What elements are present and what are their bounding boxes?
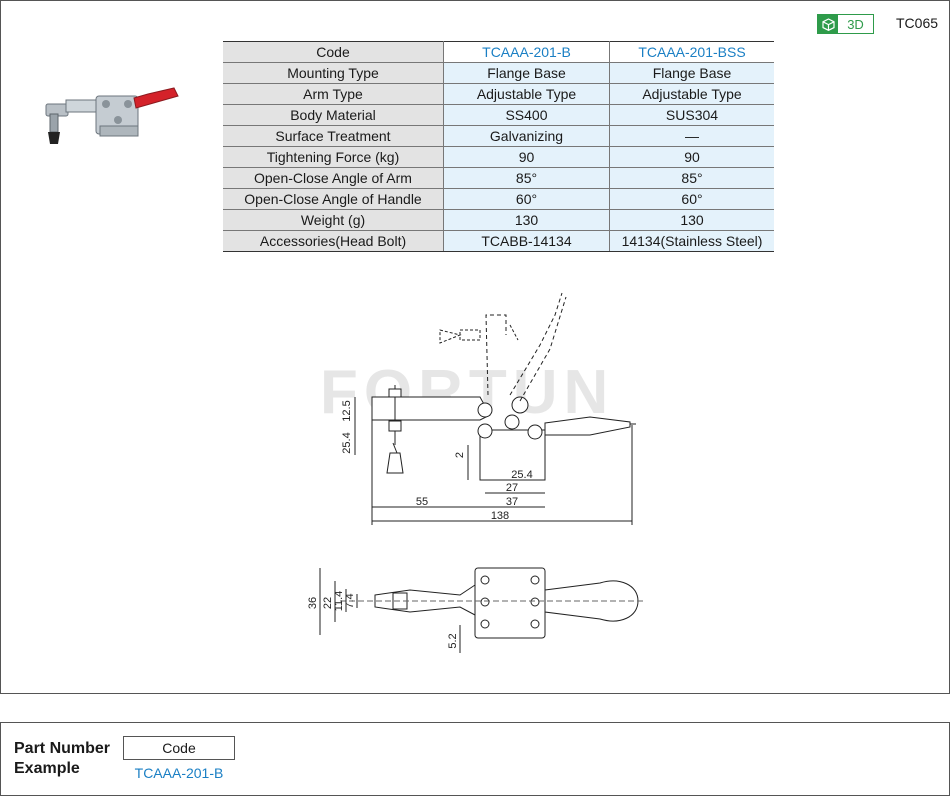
dim-25-4-v: 25.4 xyxy=(341,432,353,453)
part-number-code-value[interactable]: TCAAA-201-B xyxy=(134,765,224,781)
row-label: Tightening Force (kg) xyxy=(223,146,444,168)
3d-label: 3D xyxy=(847,16,864,32)
cell: TCABB-14134 xyxy=(443,230,610,252)
part-number-title-line2: Example xyxy=(14,760,80,777)
row-label: Arm Type xyxy=(223,83,444,105)
col-header-code: Code xyxy=(223,41,444,63)
dim-25-4-h: 25.4 xyxy=(511,469,532,481)
table-row: Accessories(Head Bolt) TCABB-14134 14134… xyxy=(223,230,774,252)
row-label: Surface Treatment xyxy=(223,125,444,147)
col-header-model-1[interactable]: TCAAA-201-B xyxy=(443,41,610,63)
cell: Adjustable Type xyxy=(609,83,774,105)
dim-22: 22 xyxy=(322,597,334,609)
row-label: Accessories(Head Bolt) xyxy=(223,230,444,252)
dim-36: 36 xyxy=(307,597,319,609)
part-number-title-line1: Part Number xyxy=(14,740,111,757)
row-label: Open-Close Angle of Arm xyxy=(223,167,444,189)
series-code: TC065 xyxy=(896,15,939,31)
part-number-code-header: Code xyxy=(123,736,235,760)
dim-27: 27 xyxy=(506,482,518,494)
row-label: Weight (g) xyxy=(223,209,444,231)
spec-table: Code TCAAA-201-B TCAAA-201-BSS Mounting … xyxy=(223,41,774,252)
cell: 90 xyxy=(609,146,774,168)
cell: Flange Base xyxy=(609,62,774,84)
row-label: Mounting Type xyxy=(223,62,444,84)
dim-138: 138 xyxy=(491,510,509,522)
cell: SS400 xyxy=(443,104,610,126)
clamp-photo xyxy=(45,87,179,144)
dim-12-5: 12.5 xyxy=(341,400,353,421)
table-row: Arm Type Adjustable Type Adjustable Type xyxy=(223,83,774,105)
row-label: Body Material xyxy=(223,104,444,126)
table-row: Open-Close Angle of Arm 85° 85° xyxy=(223,167,774,189)
table-row: Body Material SS400 SUS304 xyxy=(223,104,774,126)
dim-55: 55 xyxy=(416,496,428,508)
dim-5-2: 5.2 xyxy=(447,633,459,648)
cell: 85° xyxy=(443,167,610,189)
cell: 60° xyxy=(443,188,610,210)
dim-37: 37 xyxy=(506,496,518,508)
cell: 14134(Stainless Steel) xyxy=(609,230,774,252)
part-number-title: Part Number Example xyxy=(14,739,110,779)
cell: 90 xyxy=(443,146,610,168)
cell: Galvanizing xyxy=(443,125,610,147)
row-label: Open-Close Angle of Handle xyxy=(223,188,444,210)
dim-7-4: 7.4 xyxy=(344,593,356,608)
cell: 60° xyxy=(609,188,774,210)
table-row: Mounting Type Flange Base Flange Base xyxy=(223,62,774,84)
dim-2: 2 xyxy=(454,452,466,458)
cell: 130 xyxy=(609,209,774,231)
technical-drawing: FORTUN 12.5 25.4 2 25.4 27 37 55 138 36 … xyxy=(307,292,645,653)
table-row: Weight (g) 130 130 xyxy=(223,209,774,231)
cell: 85° xyxy=(609,167,774,189)
cube-icon xyxy=(818,15,838,33)
table-row: Tightening Force (kg) 90 90 xyxy=(223,146,774,168)
cell: 130 xyxy=(443,209,610,231)
cell: SUS304 xyxy=(609,104,774,126)
3d-model-button[interactable]: 3D xyxy=(817,14,874,34)
table-row: Open-Close Angle of Handle 60° 60° xyxy=(223,188,774,210)
dim-11-4: 11.4 xyxy=(333,591,345,612)
cell: Flange Base xyxy=(443,62,610,84)
cell: — xyxy=(609,125,774,147)
table-row: Surface Treatment Galvanizing — xyxy=(223,125,774,147)
col-header-model-2[interactable]: TCAAA-201-BSS xyxy=(609,41,774,63)
cell: Adjustable Type xyxy=(443,83,610,105)
